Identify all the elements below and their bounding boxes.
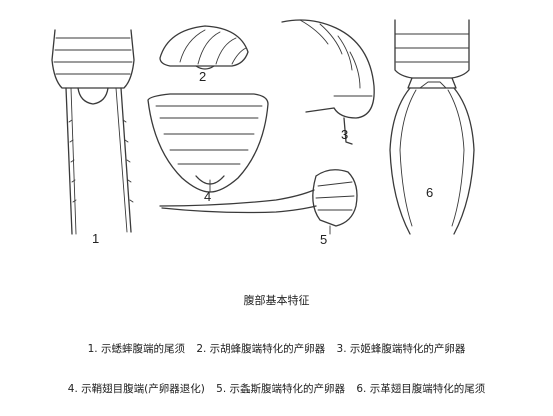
legend-line-1: 1. 示蟋蟀腹端的尾须 2. 示胡蜂腹端特化的产卵器 3. 示姬蜂腹端特化的产卵…	[0, 341, 553, 356]
drawing-3-ichneumon-tip	[281, 19, 375, 145]
legend-item-4: 4. 示鞘翅目腹端(产卵器退化)	[67, 383, 205, 395]
drawing-1-cricket-cerci	[51, 29, 135, 235]
drawing-6-earwig-forceps	[389, 19, 475, 235]
drawing-5-katydid-tip	[159, 169, 358, 235]
legend-line-2: 4. 示鞘翅目腹端(产卵器退化) 5. 示螽斯腹端特化的产卵器 6. 示革翅目腹…	[0, 381, 553, 396]
legend-item-1: 1. 示蟋蟀腹端的尾须	[87, 343, 185, 355]
legend-item-2: 2. 示胡蜂腹端特化的产卵器	[196, 343, 326, 355]
drawing-2-wasp-tip	[159, 25, 249, 70]
legend-item-3: 3. 示姬蜂腹端特化的产卵器	[336, 343, 466, 355]
legend-item-5: 5. 示螽斯腹端特化的产卵器	[216, 383, 346, 395]
figure-label-3: 3	[341, 127, 349, 142]
abdomen-figure: 1 2 3 4 5 6	[51, 19, 475, 247]
figure-label-5: 5	[320, 232, 328, 247]
figure-label-2: 2	[199, 69, 207, 84]
figure-label-4: 4	[204, 189, 212, 204]
figure-label-1: 1	[92, 231, 100, 246]
drawing-4-beetle-abdomen	[147, 93, 269, 193]
caption-title: 腹部基本特征	[243, 294, 310, 307]
legend-item-6: 6. 示革翅目腹端特化的尾须	[356, 383, 486, 395]
abdomen-drawings-svg	[51, 19, 475, 235]
figure-label-6: 6	[426, 185, 434, 200]
